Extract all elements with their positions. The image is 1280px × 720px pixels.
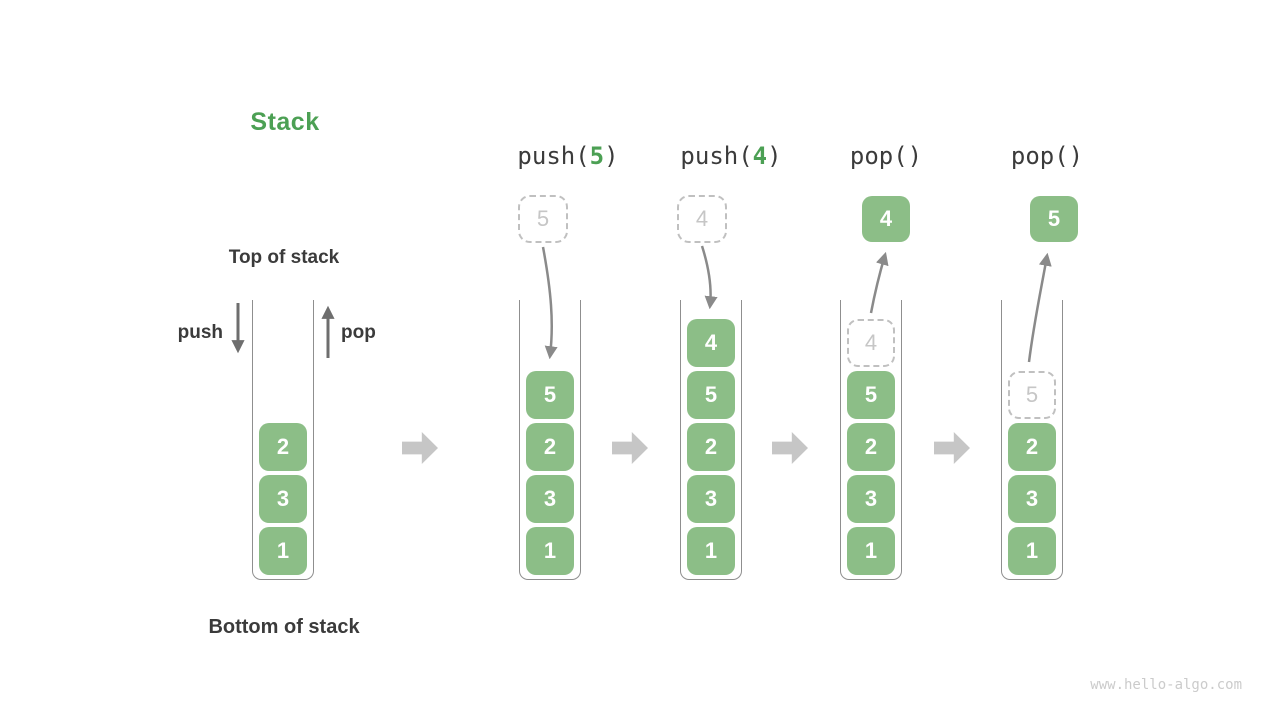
- stack-item: 2: [687, 423, 735, 471]
- op-arg: 5: [589, 142, 605, 170]
- push-label: push: [177, 322, 223, 343]
- watermark: www.hello-algo.com: [1090, 677, 1242, 693]
- popped-value-box-4: 4: [862, 196, 910, 242]
- pop-label: pop: [341, 322, 376, 343]
- op-label-push-4: push(4): [631, 142, 831, 170]
- stack-container-after-push4: 4 5 2 3 1: [680, 300, 742, 580]
- stack-item: 5: [847, 371, 895, 419]
- popped-ghost-slot: 5: [1008, 371, 1056, 419]
- stack-container-after-pop4: 4 5 2 3 1: [840, 300, 902, 580]
- op-label-pop-2: pop(): [947, 142, 1147, 170]
- op-name: pop(): [1010, 142, 1084, 170]
- step-arrow-icon: [402, 432, 438, 464]
- incoming-value-box-5: 5: [518, 195, 568, 243]
- step-arrow-icon: [612, 432, 648, 464]
- step-arrow-icon: [772, 432, 808, 464]
- op-close: ): [604, 142, 619, 170]
- stack-item: 2: [1008, 423, 1056, 471]
- stack-item: 3: [847, 475, 895, 523]
- op-name: pop(): [849, 142, 923, 170]
- op-label-push-5: push(5): [468, 142, 668, 170]
- popped-ghost-slot: 4: [847, 319, 895, 367]
- popped-value-box-5: 5: [1030, 196, 1078, 242]
- stack-item: 3: [526, 475, 574, 523]
- bottom-of-stack-label: Bottom of stack: [208, 616, 360, 638]
- incoming-value-box-4: 4: [677, 195, 727, 243]
- step-arrow-icon: [934, 432, 970, 464]
- op-label-pop-1: pop(): [786, 142, 986, 170]
- stack-container-after-push5: 5 2 3 1: [519, 300, 581, 580]
- stack-item: 2: [259, 423, 307, 471]
- diagram-title: Stack: [250, 108, 320, 136]
- op-arg: 4: [752, 142, 768, 170]
- stack-item: 1: [687, 527, 735, 575]
- op-name: push(: [680, 142, 753, 170]
- stack-item: 5: [687, 371, 735, 419]
- stack-item: 3: [1008, 475, 1056, 523]
- stack-item: 3: [259, 475, 307, 523]
- top-of-stack-label: Top of stack: [228, 247, 340, 268]
- op-name: push(: [517, 142, 590, 170]
- stack-container-after-pop5: 5 2 3 1: [1001, 300, 1063, 580]
- stack-item: 2: [847, 423, 895, 471]
- stack-container-initial: 2 3 1: [252, 300, 314, 580]
- push4-curve-arrow-icon: [700, 245, 718, 310]
- stack-item: 1: [847, 527, 895, 575]
- stack-item: 3: [687, 475, 735, 523]
- stack-item: 5: [526, 371, 574, 419]
- stack-item: 1: [526, 527, 574, 575]
- stack-item: 4: [687, 319, 735, 367]
- stack-item: 2: [526, 423, 574, 471]
- stack-item: 1: [1008, 527, 1056, 575]
- stack-item: 1: [259, 527, 307, 575]
- op-close: ): [767, 142, 782, 170]
